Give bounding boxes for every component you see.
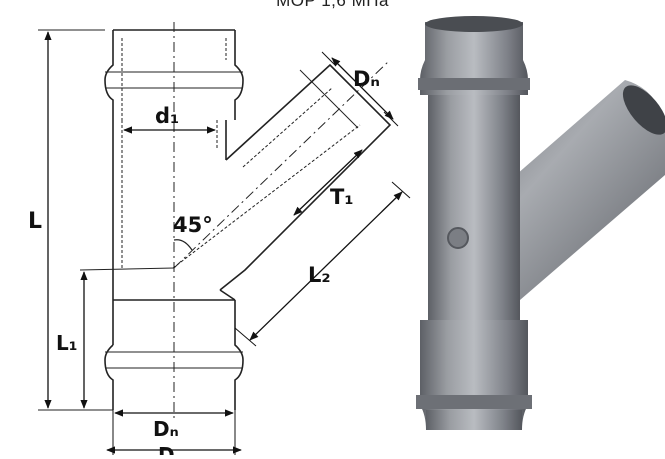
label-Dn-bottom: Dₙ — [153, 417, 179, 441]
dim-L2 — [249, 191, 403, 341]
label-D-bottom: D — [158, 443, 175, 455]
pressure-caption: MOP 1,6 MПa — [276, 0, 389, 10]
label-d1: d₁ — [155, 104, 179, 128]
branch-outline — [219, 63, 392, 291]
label-L1: L₁ — [56, 331, 78, 355]
product-photo — [416, 16, 665, 430]
label-Dn-branch: Dₙ — [353, 67, 380, 91]
dimension-lines — [44, 31, 411, 455]
label-45: 45° — [173, 213, 213, 237]
top-socket-outline — [104, 30, 244, 120]
label-T1: T₁ — [330, 185, 354, 209]
dimension-labels: L L₁ d₁ 45° Dₙ T₁ L₂ Dₙ D — [28, 67, 380, 459]
dim-Dn-branch — [331, 57, 394, 120]
label-L: L — [28, 209, 42, 234]
technical-drawing — [38, 22, 392, 420]
label-L2: L₂ — [308, 263, 331, 287]
